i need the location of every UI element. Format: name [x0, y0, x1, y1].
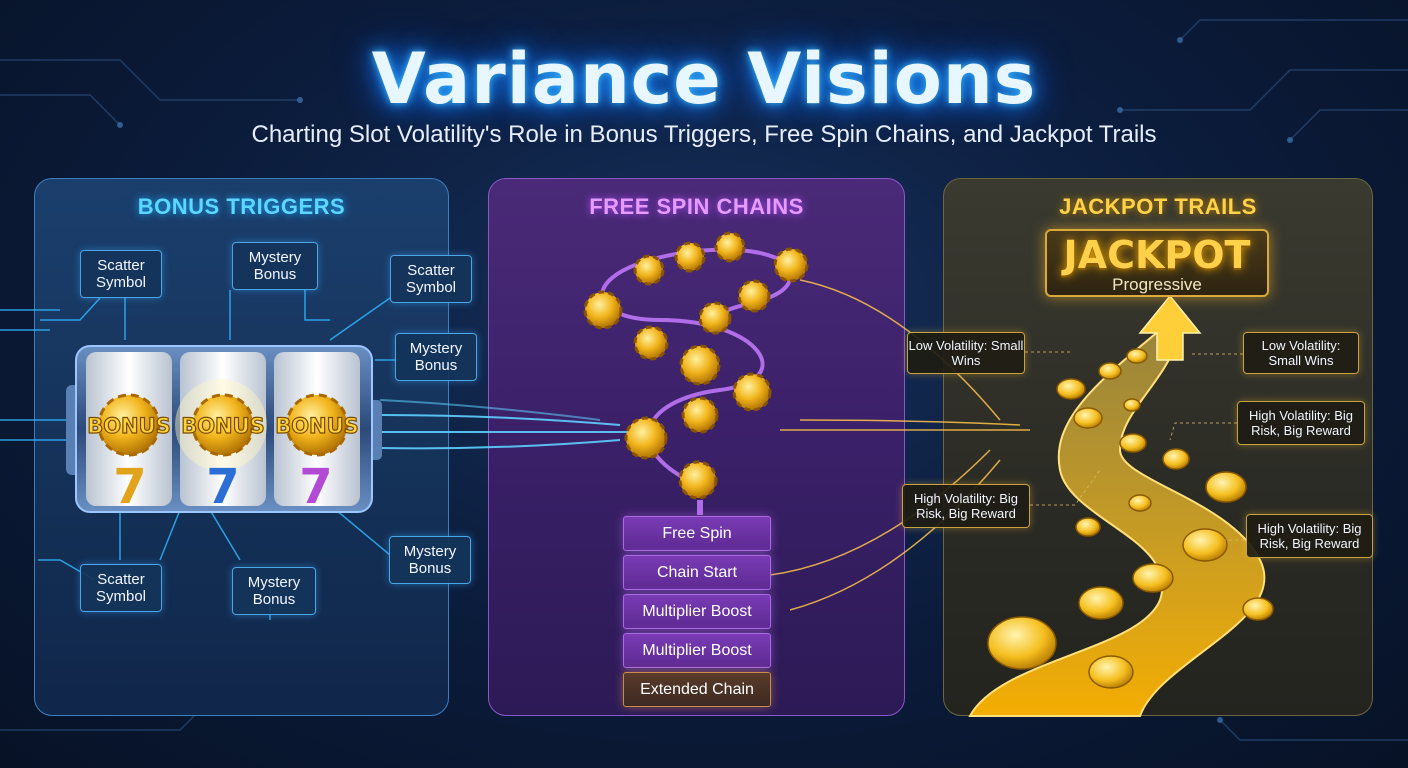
page-title: Variance Visions: [371, 38, 1037, 120]
tag-mystery-bonus-top-middle: Mystery Bonus: [232, 242, 318, 290]
tag-scatter-symbol-bottom-left: Scatter Symbol: [80, 564, 162, 612]
jackpot-sign-subtitle: Progressive: [1112, 275, 1202, 294]
tag-scatter-symbol-top-right: Scatter Symbol: [390, 255, 472, 303]
page-subtitle: Charting Slot Volatility's Role in Bonus…: [251, 121, 1157, 148]
tag-mystery-bonus-right: Mystery Bonus: [395, 333, 477, 381]
jackpot-sign-title: JACKPOT: [1063, 233, 1251, 277]
tag-high-volatility-lower-right: High Volatility: Big Risk, Big Reward: [1246, 514, 1373, 558]
tag-low-volatility-right: Low Volatility: Small Wins: [1243, 332, 1359, 374]
tag-scatter-symbol-top-left: Scatter Symbol: [80, 250, 162, 298]
tag-high-volatility-upper-right: High Volatility: Big Risk, Big Reward: [1237, 401, 1365, 445]
chain-step-extended-chain: Extended Chain: [623, 672, 771, 707]
chain-step-free-spin: Free Spin: [623, 516, 771, 551]
chain-step-chain-start: Chain Start: [623, 555, 771, 590]
tag-mystery-bonus-bottom-middle: Mystery Bonus: [232, 567, 316, 615]
jackpot-trails-title: JACKPOT TRAILS: [1059, 194, 1257, 219]
chain-step-multiplier-boost-2: Multiplier Boost: [623, 633, 771, 668]
tag-mystery-bonus-bottom-right: Mystery Bonus: [389, 536, 471, 584]
bonus-triggers-title: BONUS TRIGGERS: [137, 194, 346, 219]
tag-low-volatility-left: Low Volatility: Small Wins: [907, 332, 1025, 374]
tag-high-volatility-left: High Volatility: Big Risk, Big Reward: [902, 484, 1030, 528]
jackpot-sign: JACKPOT Progressive: [1045, 229, 1269, 297]
chain-step-multiplier-boost-1: Multiplier Boost: [623, 594, 771, 629]
free-spin-chains-title: FREE SPIN CHAINS: [589, 194, 804, 219]
